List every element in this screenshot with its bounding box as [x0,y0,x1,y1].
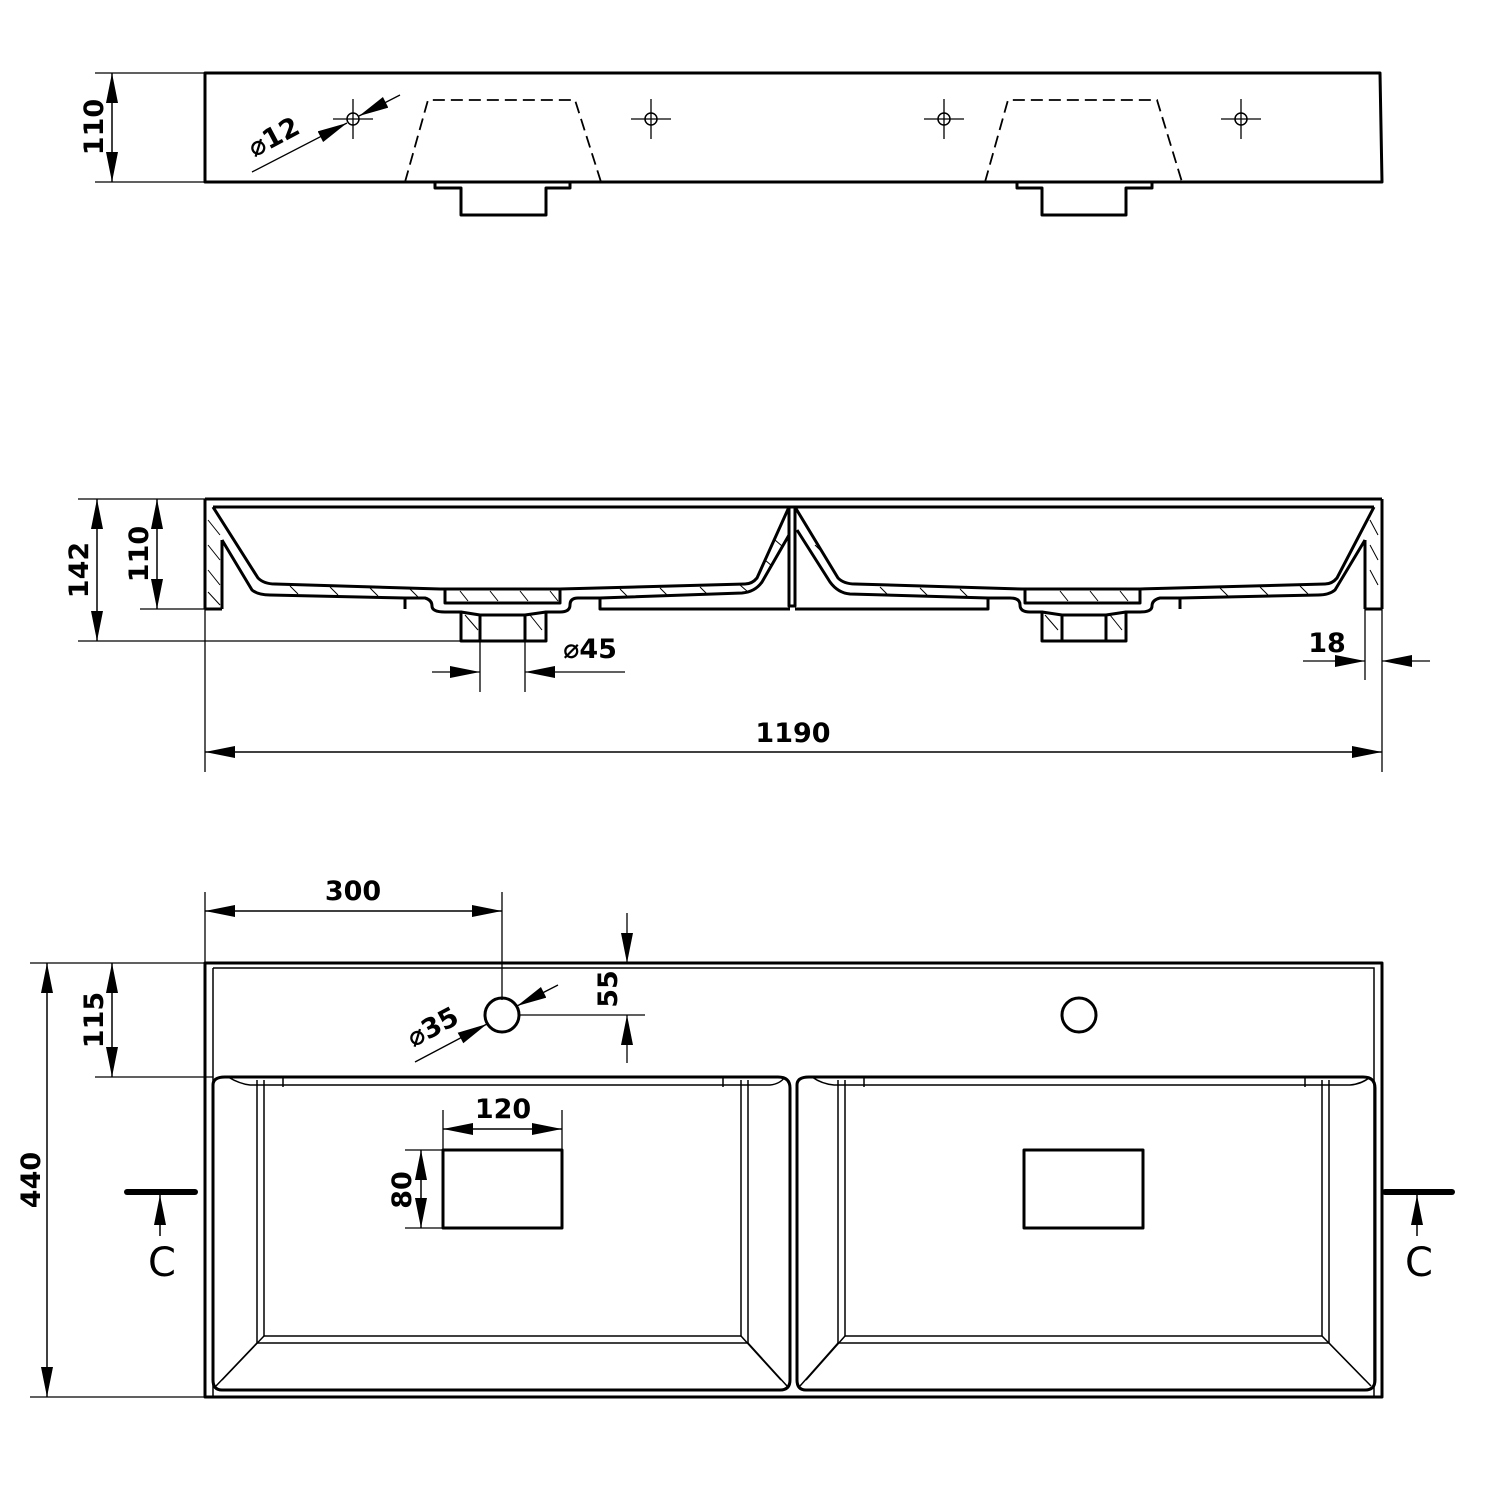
basin-outline [203,961,1384,1399]
dim-drain-diameter: ⌀45 [432,634,625,692]
front-view: 110 ⌀12 [79,71,1384,217]
section-label: C [1405,1240,1433,1286]
section-bowl-right [793,506,1382,643]
dim-back-ledge: 115 [79,963,118,1077]
dim-front-height: 110 [79,72,205,183]
section-mark-left: C [124,1189,198,1286]
dim-wall-thickness: 18 [1303,609,1430,772]
drain-left [433,182,572,217]
dim-label: ⌀35 [402,1001,464,1054]
bowl-right [795,1075,1377,1392]
dim-depth: 440 [16,962,205,1398]
tap-hole-1 [333,99,373,139]
dim-label: 80 [387,1171,418,1209]
section-mark-right: C [1382,1189,1455,1286]
section-divider [787,507,797,608]
dim-label: ⌀12 [243,111,305,164]
dim-label: 300 [325,876,381,907]
dim-label: 440 [16,1152,47,1208]
section-bowl-left [205,506,791,643]
dim-total-height: 142 [64,498,461,642]
tap-hole-left [483,996,521,1034]
section-label: C [148,1240,176,1286]
dim-label: ⌀45 [563,634,617,665]
dim-label: 110 [124,526,155,582]
tap-hole-2 [631,99,671,139]
tap-hole-right [1060,996,1098,1034]
drain-left [441,1148,564,1230]
drain-right [1015,182,1154,217]
dim-label: 1190 [755,718,830,749]
dim-label: 120 [475,1094,531,1125]
plan-view: 300 115 440 55 ⌀35 120 80 C C [16,876,1455,1399]
drain-right [1022,1148,1145,1230]
bowl-left [211,1075,792,1392]
dim-rim-height: 110 [124,499,205,610]
hidden-bowl-left [404,99,602,183]
dim-hole-from-edge: 55 [382,913,645,1063]
dim-hole-offset: 300 [204,876,503,1000]
dim-drain-depth: 80 [387,1149,443,1229]
dim-drain-width: 120 [442,1094,563,1150]
dim-label: 115 [79,992,110,1048]
basin-outline [203,71,1384,184]
dim-label: 142 [64,542,95,598]
dim-tap-hole-diameter: ⌀12 [243,94,401,173]
tap-hole-4 [1221,99,1261,139]
dim-label: 18 [1308,628,1346,659]
tap-hole-3 [924,99,964,139]
dim-label: 110 [79,99,110,155]
dim-hole-diameter: ⌀35 [402,984,559,1063]
dim-label: 55 [593,970,624,1008]
section-view: 142 110 ⌀45 18 1190 [64,497,1430,772]
hidden-bowl-right [984,99,1183,183]
hatching [207,519,1379,631]
dim-width: 1190 [204,609,1382,772]
tap-holes [333,99,1261,139]
